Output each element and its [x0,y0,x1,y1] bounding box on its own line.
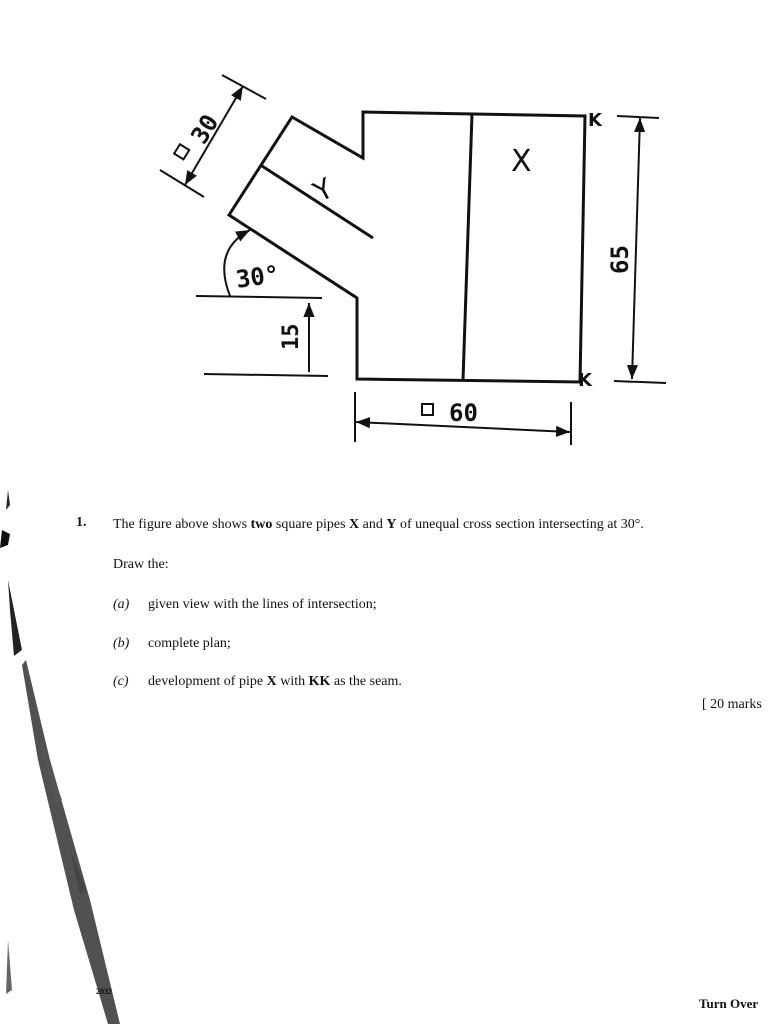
dim-65-bottom [613,380,667,384]
list-item-b: (b)complete plan; [113,636,231,651]
dim-30-extension-top [221,74,267,100]
dim-15-bottom-line [203,373,329,377]
label-pipe-x: X [511,144,532,179]
dim-30-line [184,85,244,186]
list-item-c: (c)development of pipe X with KK as the … [113,674,402,689]
square-symbol-60 [421,403,434,416]
dim-text-65: 65 [606,245,634,274]
page-edge-shadow [0,490,120,1024]
pipe-y-inner-line [261,164,374,240]
draw-the-heading: Draw the: [113,557,169,572]
question-intro: The figure above shows two square pipes … [113,517,644,532]
label-k-bottom: K [578,370,593,391]
question-number: 1. [76,515,87,530]
pipe-outline [226,110,587,384]
dim-text-15: 15 [279,324,304,351]
angle-base-line [195,295,323,299]
marks-label: [ 20 marks [702,697,762,712]
dim-text-60: 60 [449,399,478,427]
technical-drawing: X Y K K 30 30° 15 65 60 [159,74,667,445]
dim-65-top [616,115,660,119]
dim-30-extension-bottom [159,169,205,198]
dim-65-line [626,117,646,380]
turn-over-label: Turn Over [699,996,759,1011]
page-code: 2032 [96,987,112,996]
dim-60-line [355,417,571,437]
label-k-top: K [588,110,603,131]
list-item-a: (a)given view with the lines of intersec… [113,597,377,612]
square-symbol-30 [172,142,191,161]
pipe-x-inner-line [461,113,474,381]
dim-text-angle: 30° [234,260,281,294]
angle-arc [223,229,251,297]
